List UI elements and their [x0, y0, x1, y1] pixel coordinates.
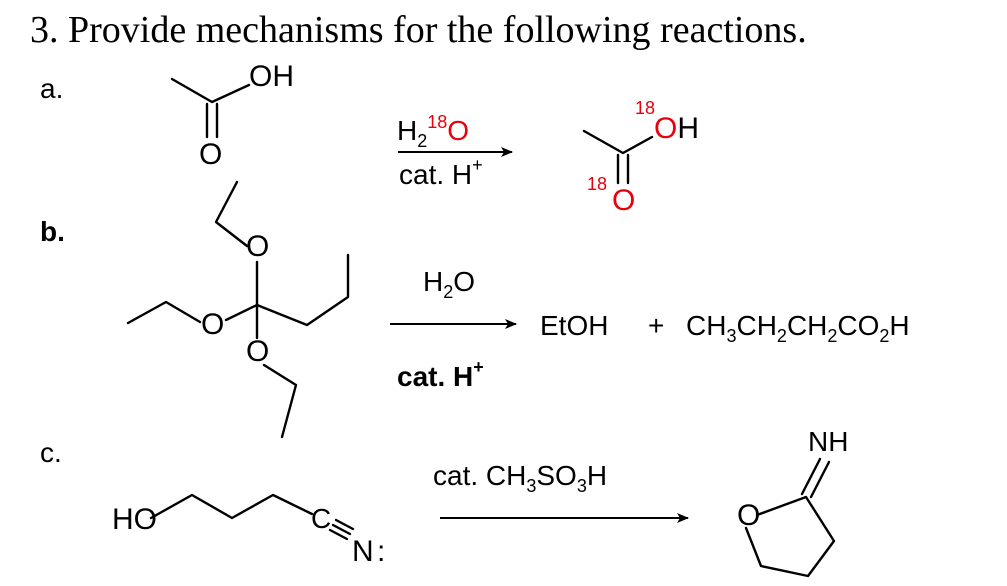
part-c-product-iminolactone: NH O [737, 426, 848, 578]
part-c-reagents: cat. CH3SO3H [433, 460, 689, 523]
atom-ring-oxygen: O [737, 499, 760, 532]
reagent-water: H2O [423, 266, 475, 302]
atom-ether-oxygen-top: O [246, 230, 269, 263]
isotope-label-hydroxyl: 18 [635, 98, 655, 118]
part-c-label: c. [40, 437, 62, 468]
atom-ether-oxygen-bottom: O [246, 335, 269, 368]
atom-labeled-hydroxyl: OH [654, 112, 699, 145]
part-b-reactant-orthoester: O O O [126, 180, 350, 439]
atom-ether-oxygen-left: O [201, 308, 224, 341]
reagent-labeled-water: H218O [397, 112, 469, 151]
reagent-acid-catalyst-b: cat. H+ [397, 357, 484, 392]
question-title: 3. Provide mechanisms for the following … [30, 9, 807, 51]
atom-nitrile-carbon: C [311, 503, 331, 534]
part-b-label: b. [40, 216, 65, 247]
atom-hydroxyl-group: HO [112, 503, 157, 536]
atom-carbonyl-oxygen: O [199, 138, 222, 171]
part-a-reactant-acetic-acid: OH O [170, 60, 294, 171]
atom-nitrile-nitrogen: N [352, 535, 374, 568]
atom-imine-nh: NH [808, 426, 848, 457]
triple-bond [328, 518, 355, 541]
part-a-reagents: H218O cat. H+ [397, 112, 513, 190]
reagent-methanesulfonic-acid: cat. CH3SO3H [433, 460, 607, 496]
atom-labeled-carbonyl-oxygen: O [612, 184, 635, 217]
isotope-label-carbonyl: 18 [587, 174, 607, 194]
part-b-products: EtOH + CH3CH2CH2CO2H [540, 310, 910, 346]
part-a-product-labeled-acetic-acid: 18 OH 18 O [582, 98, 699, 217]
reagent-acid-catalyst: cat. H+ [399, 155, 483, 190]
part-c-reactant-hydroxynitrile: HO C N : [112, 493, 385, 568]
part-a-label: a. [40, 73, 63, 104]
plus-sign: + [648, 310, 664, 341]
lone-pair: : [377, 535, 385, 568]
part-b-reagents: H2O cat. H+ [390, 266, 517, 392]
atom-hydroxyl: OH [249, 60, 294, 93]
product-butanoic-acid: CH3CH2CH2CO2H [686, 310, 910, 346]
product-ethanol: EtOH [540, 310, 608, 341]
